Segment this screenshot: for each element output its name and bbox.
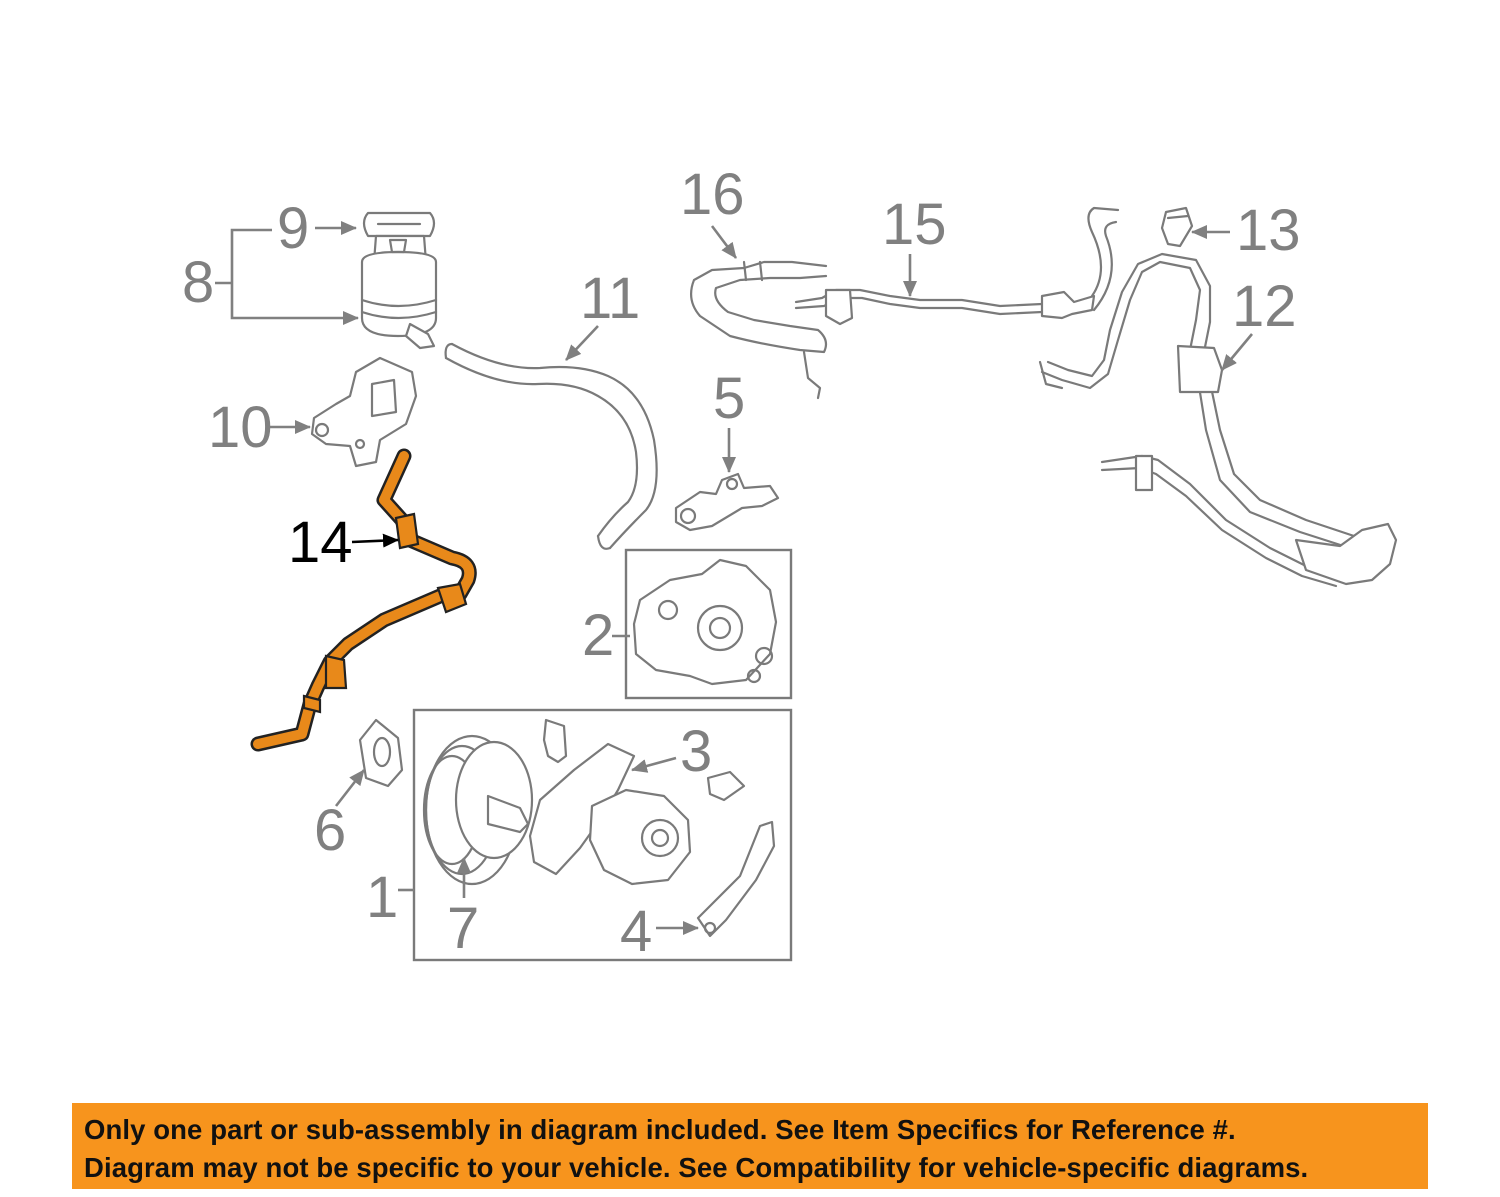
pressure-tube [689, 260, 828, 400]
callout-5: 5 [713, 366, 745, 431]
callout-6: 6 [314, 798, 346, 863]
callout-11: 11 [580, 266, 640, 331]
reservoir-assembly [360, 211, 438, 350]
callout-2: 2 [582, 603, 614, 668]
leader-lines [215, 221, 1253, 935]
callout-13: 13 [1236, 198, 1301, 263]
highlighted-return-tube [250, 448, 477, 752]
pump-mount-bracket [674, 472, 780, 532]
callout-4: 4 [620, 899, 652, 964]
callout-7: 7 [447, 896, 479, 961]
relief-valve [1160, 206, 1194, 248]
return-hose [444, 342, 658, 550]
notice-banner: Only one part or sub-assembly in diagram… [72, 1103, 1428, 1189]
cooler-tube [794, 206, 1120, 326]
callout-8: 8 [182, 250, 214, 315]
callout-12: 12 [1232, 274, 1297, 339]
pump-cover-box [624, 548, 793, 700]
pump-assembly-box [412, 708, 793, 962]
pressure-hose-assembly [1038, 252, 1398, 588]
callout-14: 14 [288, 510, 353, 575]
callout-10: 10 [208, 395, 273, 460]
callout-9: 9 [277, 196, 309, 261]
callout-3: 3 [680, 719, 712, 784]
callout-labels: 1 2 3 4 5 6 7 8 9 10 11 12 13 14 15 16 [182, 162, 1301, 964]
callout-16: 16 [680, 162, 745, 227]
callout-15: 15 [882, 192, 947, 257]
notice-line-2: Diagram may not be specific to your vehi… [84, 1152, 1309, 1183]
pump-gasket [358, 718, 404, 788]
reservoir-bracket [310, 356, 418, 468]
callout-1: 1 [366, 865, 398, 930]
notice-line-1: Only one part or sub-assembly in diagram… [84, 1114, 1236, 1145]
